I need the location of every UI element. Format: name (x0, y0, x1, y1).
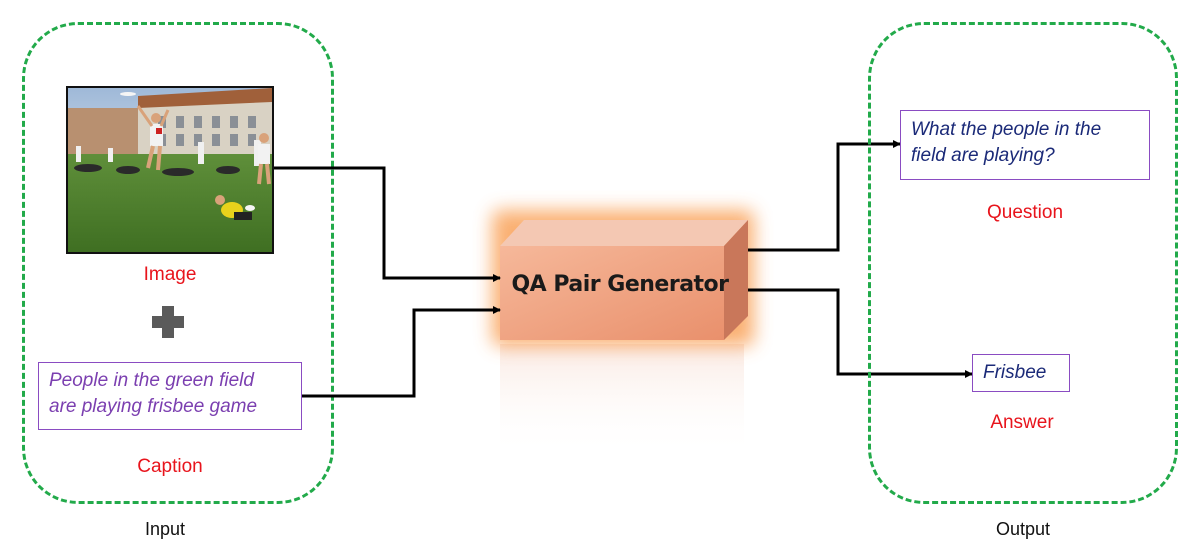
input-panel (22, 22, 334, 504)
question-text-box: What the people in the field are playing… (900, 110, 1150, 180)
caption-line-1: People in the green field (49, 370, 254, 391)
image-to-generator-arrow (274, 166, 501, 282)
frisbee-photo (66, 86, 274, 254)
question-label: Question (986, 202, 1064, 223)
question-line-1: What the people in the (911, 119, 1102, 140)
generator-title: QA Pair Generator (511, 272, 729, 297)
answer-text: Frisbee (983, 362, 1047, 383)
plus-icon (150, 304, 186, 340)
question-line-2: field are playing? (911, 145, 1055, 166)
caption-text-box: People in the green field are playing fr… (38, 362, 302, 430)
generator-to-answer-arrow (748, 288, 973, 378)
generator-reflection (500, 344, 744, 456)
caption-label: Caption (137, 456, 203, 477)
answer-text-box: Frisbee (972, 354, 1070, 392)
output-panel (868, 22, 1178, 504)
caption-line-2: are playing frisbee game (49, 396, 258, 417)
caption-to-generator-arrow (302, 306, 501, 398)
qa-pair-generator-box (500, 220, 748, 340)
output-footer-label: Output (995, 519, 1051, 539)
input-footer-label: Input (144, 519, 186, 539)
image-label: Image (143, 264, 197, 285)
answer-label: Answer (990, 412, 1054, 433)
